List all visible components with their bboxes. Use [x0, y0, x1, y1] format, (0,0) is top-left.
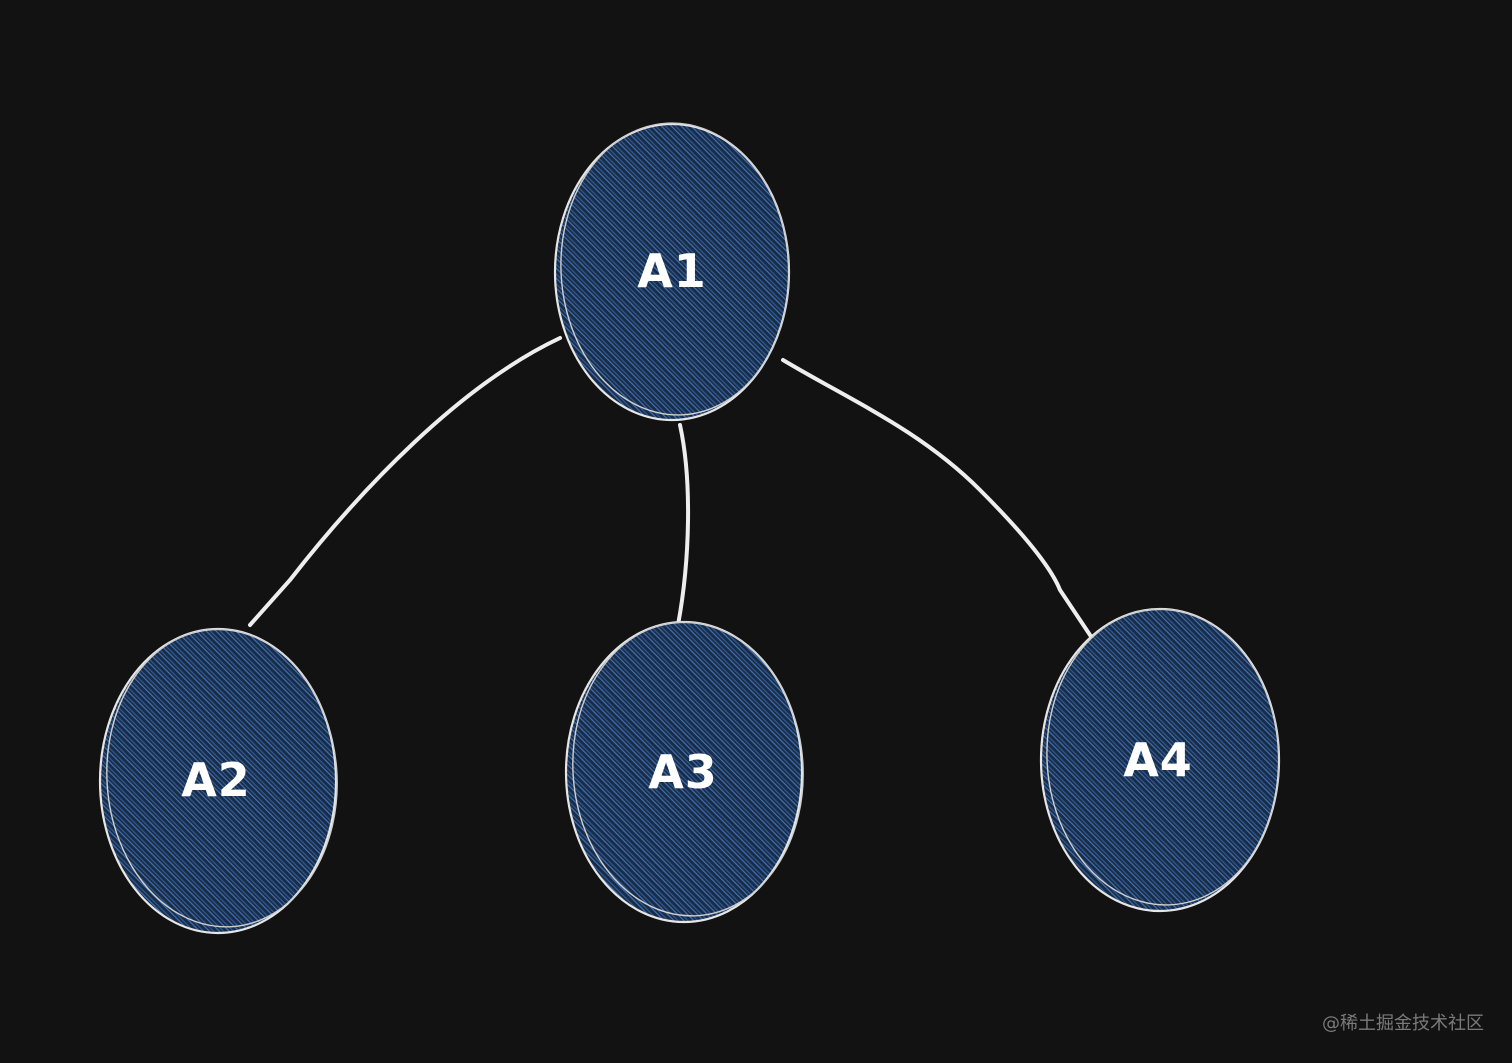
- edge-a1-a4: [781, 358, 1094, 640]
- node-a2: A2: [98, 627, 338, 935]
- node-label-a3: A3: [648, 745, 718, 799]
- node-label-a2: A2: [181, 753, 251, 807]
- edge-a1-a3: [676, 423, 691, 627]
- node-a1: A1: [553, 122, 791, 422]
- node-a4: A4: [1039, 607, 1281, 913]
- edge-a1-a2: [248, 336, 562, 627]
- node-label-a4: A4: [1123, 733, 1193, 787]
- watermark: @稀土掘金技术社区: [1322, 1013, 1484, 1034]
- node-label-a1: A1: [637, 244, 707, 298]
- node-a3: A3: [564, 620, 804, 924]
- edges: [248, 336, 1094, 640]
